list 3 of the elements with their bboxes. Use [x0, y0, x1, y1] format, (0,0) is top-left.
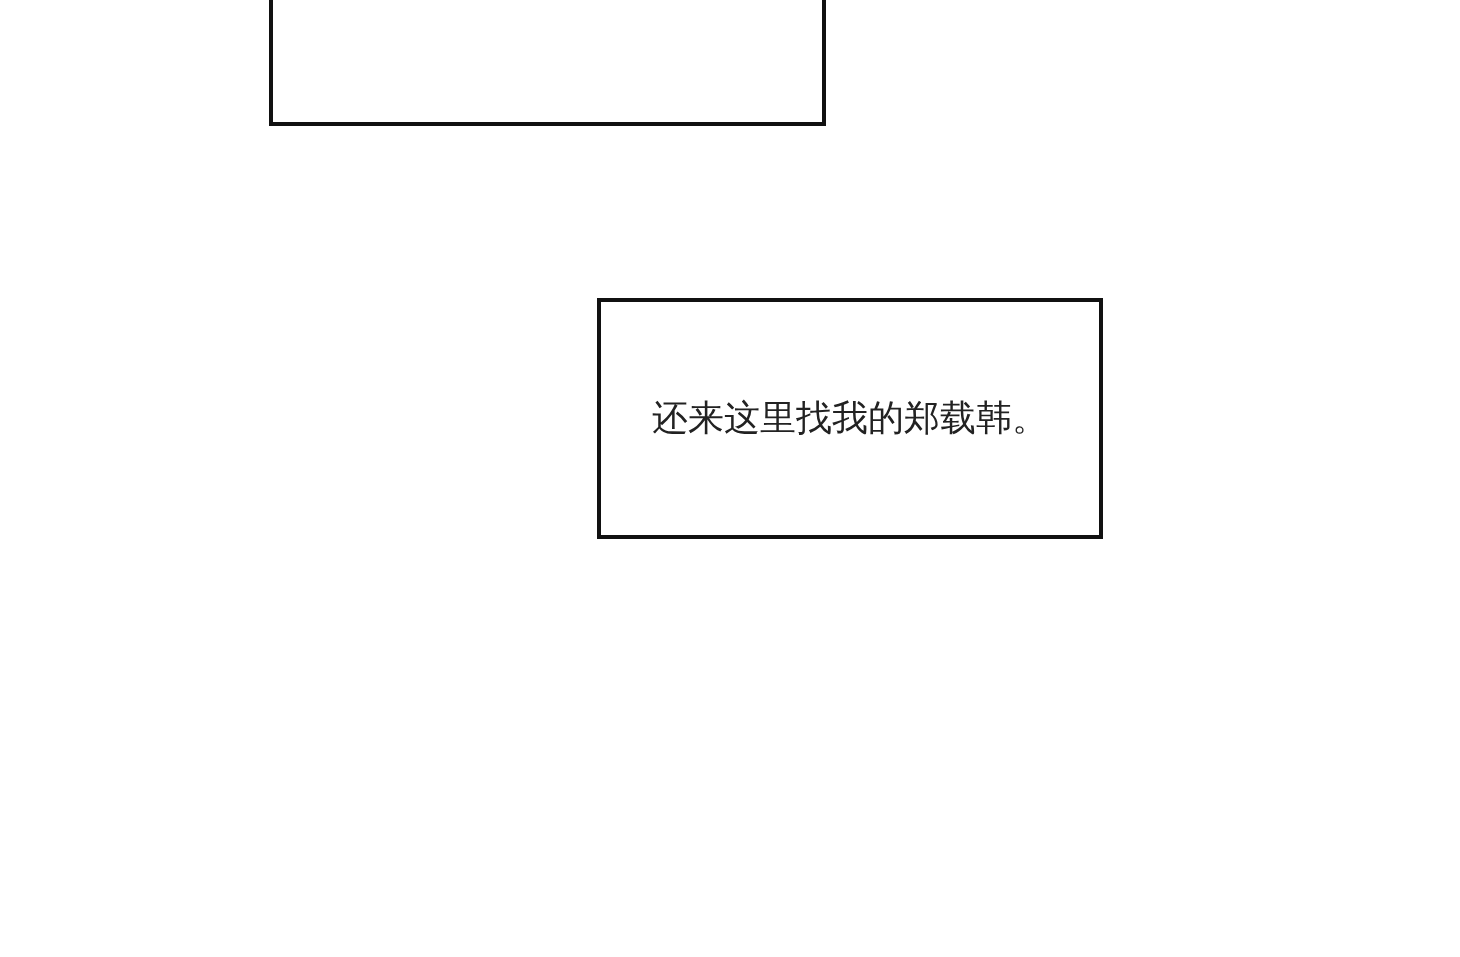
panel-box — [269, 0, 826, 126]
caption-box — [597, 298, 1103, 539]
caption-text: 还来这里找我的郑载韩。 — [652, 396, 1048, 441]
